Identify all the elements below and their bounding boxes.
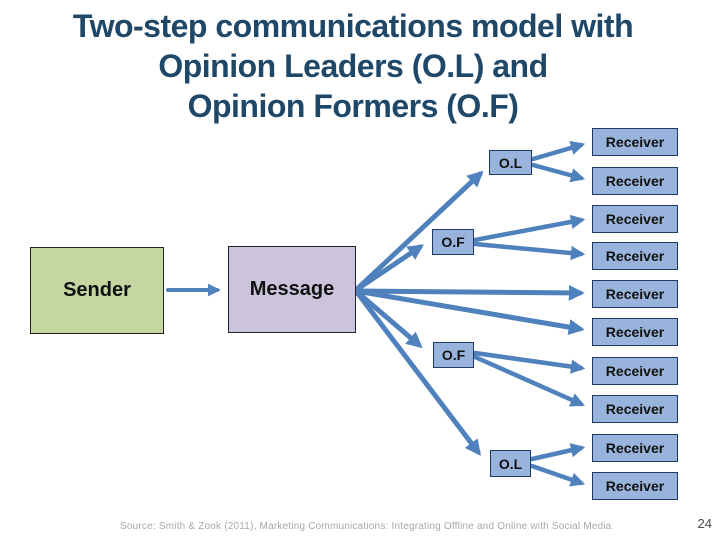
message-box: Message — [228, 246, 356, 333]
receiver-box-8: Receiver — [592, 395, 678, 423]
receiver-box-9: Receiver — [592, 434, 678, 462]
opinion-former-bottom-box: O.F — [433, 342, 474, 368]
title-line-1: Two-step communications model with — [72, 8, 634, 44]
receiver-box-1: Receiver — [592, 128, 678, 156]
receiver-box-3: Receiver — [592, 205, 678, 233]
arrow-message-receiver-6 — [353, 288, 585, 336]
arrow-of-bottom-receiver-7 — [472, 350, 586, 374]
opinion-leader-top-box: O.L — [489, 150, 532, 175]
receiver-box-6: Receiver — [592, 318, 678, 346]
arrow-message-of-bottom — [353, 288, 423, 349]
arrow-of-top-receiver-3 — [472, 214, 586, 243]
slide-title: Two-step communications model with Opini… — [0, 6, 706, 126]
page-number: 24 — [697, 516, 712, 531]
source-citation: Source: Smith & Zook (2011), Marketing C… — [120, 521, 612, 532]
arrow-message-ol-top — [353, 170, 484, 293]
arrow-ol-bottom-receiver-9 — [529, 443, 586, 462]
arrow-of-bottom-receiver-8 — [472, 354, 585, 407]
receiver-box-5: Receiver — [592, 280, 678, 308]
title-line-3: Opinion Formers (O.F) — [187, 88, 519, 124]
title-line-2: Opinion Leaders (O.L) and — [158, 48, 548, 84]
receiver-box-2: Receiver — [592, 167, 678, 195]
opinion-leader-bottom-box: O.L — [490, 450, 531, 477]
arrow-ol-bottom-receiver-10 — [529, 463, 586, 487]
sender-box: Sender — [30, 247, 164, 334]
opinion-former-top-box: O.F — [432, 229, 474, 255]
arrow-ol-top-receiver-1 — [530, 140, 586, 162]
arrow-message-of-top — [353, 244, 424, 293]
arrow-message-receiver-5 — [353, 284, 585, 301]
arrow-of-top-receiver-4 — [472, 241, 586, 261]
arrow-ol-top-receiver-2 — [530, 162, 586, 183]
receiver-box-4: Receiver — [592, 242, 678, 270]
receiver-box-10: Receiver — [592, 472, 678, 500]
arrow-message-ol-bottom — [353, 288, 481, 456]
receiver-box-7: Receiver — [592, 357, 678, 385]
